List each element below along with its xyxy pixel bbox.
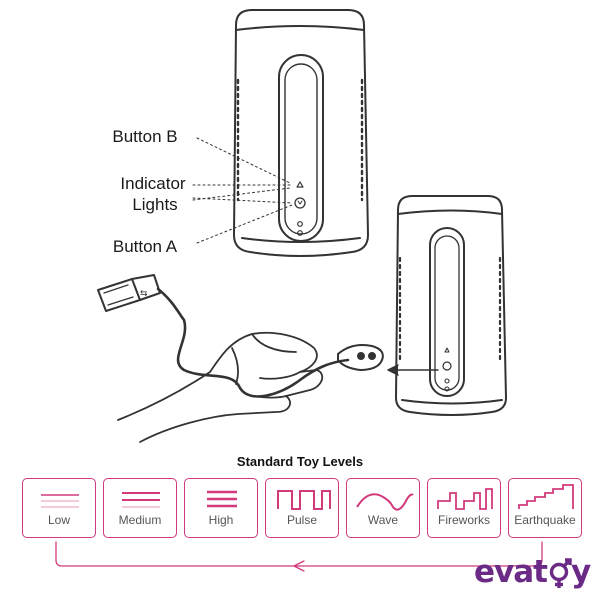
level-label: Earthquake [514, 513, 576, 527]
callout-leaders [192, 137, 293, 244]
large-device [233, 9, 369, 257]
svg-text:evat: evat [474, 554, 548, 590]
levels-title: Standard Toy Levels [236, 454, 364, 469]
wave-pattern-icon [356, 493, 414, 511]
svg-text:⇆: ⇆ [140, 289, 148, 299]
medium-pattern-icon [122, 492, 160, 508]
usb-plug: ⇆ [97, 274, 161, 312]
level-high: High [184, 478, 258, 538]
level-label: Medium [118, 513, 162, 527]
charging-cable [156, 287, 350, 398]
svg-text:y: y [571, 554, 591, 590]
level-label: Low [47, 513, 70, 527]
evatoy-logo: evat y [474, 554, 591, 590]
low-pattern-icon [41, 494, 79, 508]
magnetic-connector [337, 344, 384, 371]
level-label: Pulse [286, 513, 318, 527]
small-device [395, 195, 507, 416]
level-label: Wave [367, 513, 399, 527]
level-pulse: Pulse [265, 478, 339, 538]
level-medium: Medium [103, 478, 177, 538]
level-fireworks: Fireworks [427, 478, 501, 538]
connect-arrow [387, 364, 439, 376]
level-earthquake: Earthquake [508, 478, 582, 538]
level-wave: Wave [346, 478, 420, 538]
fireworks-pattern-icon [437, 488, 493, 510]
level-label: Fireworks [437, 513, 490, 527]
earthquake-pattern-icon [518, 484, 574, 509]
button-b-label: Button B [112, 127, 178, 146]
button-a-label: Button A [112, 237, 178, 256]
high-pattern-icon [207, 490, 237, 508]
level-label: High [208, 513, 234, 527]
pulse-pattern-icon [277, 490, 331, 510]
level-low: Low [22, 478, 96, 538]
indicator-label-line2: Lights [132, 195, 178, 214]
indicator-label-line1: Indicator [120, 174, 186, 193]
hand [117, 331, 324, 443]
cycle-arrow [55, 541, 543, 572]
